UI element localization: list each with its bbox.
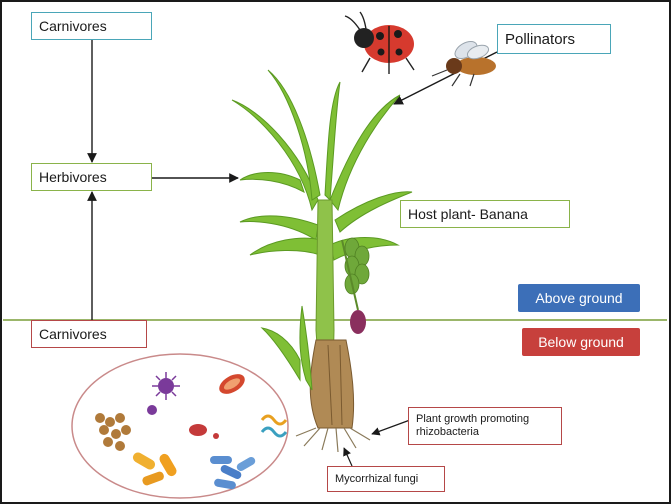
pgpr-label: Plant growth promoting rhizobacteria xyxy=(408,407,562,445)
pollinators-text: Pollinators xyxy=(505,30,576,48)
host-plant-label: Host plant- Banana xyxy=(400,200,570,228)
pgpr-text: Plant growth promoting rhizobacteria xyxy=(416,413,530,438)
ladybug-icon xyxy=(344,11,415,74)
arrow-mycorrhizal-to-roots xyxy=(343,447,353,467)
herbivores-label: Herbivores xyxy=(31,163,152,191)
arrow-pgpr-to-roots xyxy=(371,419,411,436)
above-ground-text: Above ground xyxy=(535,290,623,306)
below-ground-text: Below ground xyxy=(538,334,624,350)
below-ground-badge: Below ground xyxy=(522,328,640,356)
herbivores-text: Herbivores xyxy=(39,169,107,185)
mycorrhizal-label: Mycorrhizal fungi xyxy=(327,466,445,492)
roots-icon xyxy=(295,427,371,453)
host-plant-text: Host plant- Banana xyxy=(408,206,528,222)
microbe-cluster-icon xyxy=(71,353,289,499)
pollinators-label: Pollinators xyxy=(497,24,611,54)
above-ground-badge: Above ground xyxy=(518,284,640,312)
carnivores-bottom-text: Carnivores xyxy=(39,326,107,342)
mycorrhizal-text: Mycorrhizal fungi xyxy=(335,472,419,485)
fly-icon xyxy=(431,40,496,87)
banana-plant-icon xyxy=(231,69,413,453)
carnivores-top-label: Carnivores xyxy=(31,12,152,40)
carnivores-top-text: Carnivores xyxy=(39,18,107,34)
carnivores-bottom-label: Carnivores xyxy=(31,320,147,348)
banana-flower xyxy=(350,310,366,334)
